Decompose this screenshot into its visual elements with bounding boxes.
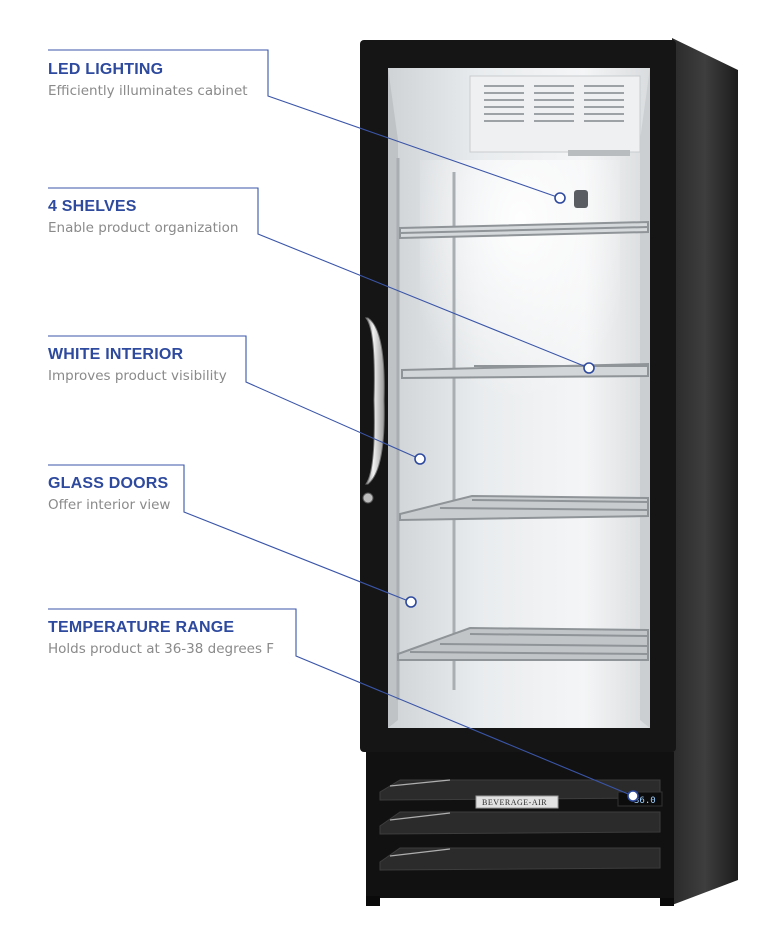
- shelf-3: [399, 494, 649, 522]
- shelf-4: [397, 626, 649, 661]
- leader-led-lighting: [48, 49, 561, 199]
- led-light-bar: [568, 150, 630, 156]
- callout-markers: [405, 192, 639, 802]
- callout-temperature-range: TEMPERATURE RANGE Holds product at 36-38…: [48, 618, 274, 658]
- callout-4-shelves: 4 SHELVES Enable product organization: [48, 197, 238, 237]
- callout-title: 4 SHELVES: [48, 198, 137, 215]
- leader-lines: [48, 49, 634, 797]
- brand-name: BEVERAGE-AIR: [482, 798, 547, 807]
- temperature-display-value: 36.0: [634, 796, 656, 806]
- callout-title: GLASS DOORS: [48, 475, 169, 492]
- callout-description: Offer interior view: [48, 497, 171, 513]
- callout-description: Efficiently illuminates cabinet: [48, 83, 248, 99]
- brand-plate: [475, 795, 559, 809]
- callout-description: Improves product visibility: [48, 368, 227, 384]
- callout-title: LED LIGHTING: [48, 61, 164, 78]
- callout-white-interior: WHITE INTERIOR Improves product visibili…: [48, 345, 227, 385]
- callout-title: TEMPERATURE RANGE: [48, 619, 235, 636]
- door-handle[interactable]: [364, 317, 385, 485]
- callout-description: Holds product at 36-38 degrees F: [48, 641, 275, 657]
- marker-temperature-range: [627, 790, 639, 802]
- wire-shelves: [397, 220, 649, 661]
- callout-glass-doors: GLASS DOORS Offer interior view: [48, 474, 170, 514]
- leader-4-shelves: [48, 187, 590, 369]
- leader-glass-doors: [48, 464, 412, 603]
- marker-glass-doors: [405, 596, 417, 608]
- grille-louvers: [379, 779, 661, 871]
- marker-led-lighting: [554, 192, 566, 204]
- callout-description: Enable product organization: [48, 220, 239, 236]
- led-glow: [420, 160, 620, 460]
- callout-led-lighting: LED LIGHTING Efficiently illuminates cab…: [48, 60, 248, 100]
- vent-louvers: [484, 85, 624, 122]
- marker-4-shelves: [583, 362, 595, 374]
- leader-temperature-range: [48, 608, 634, 797]
- marker-white-interior: [414, 453, 426, 465]
- callout-title: WHITE INTERIOR: [48, 346, 184, 363]
- door-lock[interactable]: [362, 492, 374, 504]
- shelf-standards: [396, 158, 456, 700]
- interior-sensor: [574, 190, 588, 208]
- cabinet-side-panel: [672, 38, 738, 905]
- leader-white-interior: [48, 335, 421, 460]
- shelf-1: [399, 220, 649, 240]
